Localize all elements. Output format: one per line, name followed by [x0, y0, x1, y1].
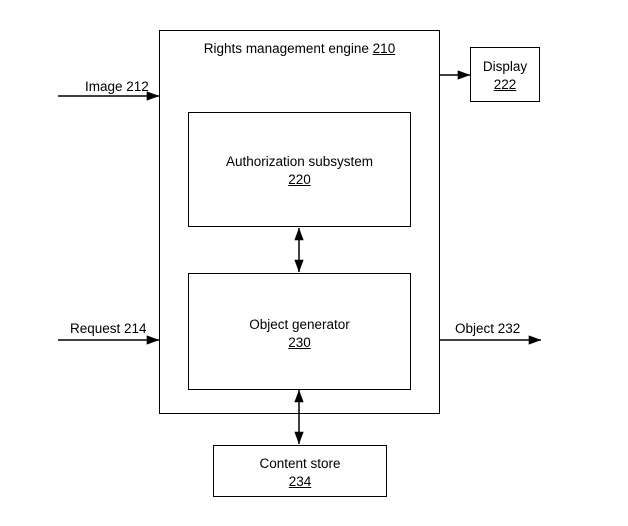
display-reference-numeral: 222 [493, 77, 517, 93]
authorization-subsystem-name: Authorization subsystem [225, 154, 374, 169]
content-store-label: Content store 234 [214, 455, 386, 491]
object-output-label: Object 232 [455, 321, 521, 336]
content-store-reference-numeral: 234 [288, 474, 312, 490]
object-generator-label: Object generator 230 [189, 316, 410, 352]
rights-management-engine-box: Rights management engine 210 [159, 30, 440, 414]
display-label: Display 222 [471, 58, 539, 94]
object-generator-box: Object generator 230 [188, 273, 411, 390]
object-generator-name: Object generator [249, 317, 350, 332]
engine-title: Rights management engine 210 [160, 40, 439, 58]
display-box: Display 222 [470, 47, 540, 102]
authorization-subsystem-label: Authorization subsystem 220 [189, 153, 410, 189]
display-name: Display [482, 59, 528, 74]
content-store-box: Content store 234 [213, 445, 387, 497]
request-input-label: Request 214 [70, 321, 147, 336]
engine-title-text: Rights management engine [203, 41, 369, 56]
content-store-name: Content store [259, 456, 341, 471]
image-input-label: Image 212 [85, 79, 149, 94]
authorization-subsystem-reference-numeral: 220 [288, 172, 311, 188]
object-generator-reference-numeral: 230 [288, 335, 311, 351]
authorization-subsystem-box: Authorization subsystem 220 [188, 112, 411, 227]
engine-reference-numeral: 210 [372, 41, 396, 56]
